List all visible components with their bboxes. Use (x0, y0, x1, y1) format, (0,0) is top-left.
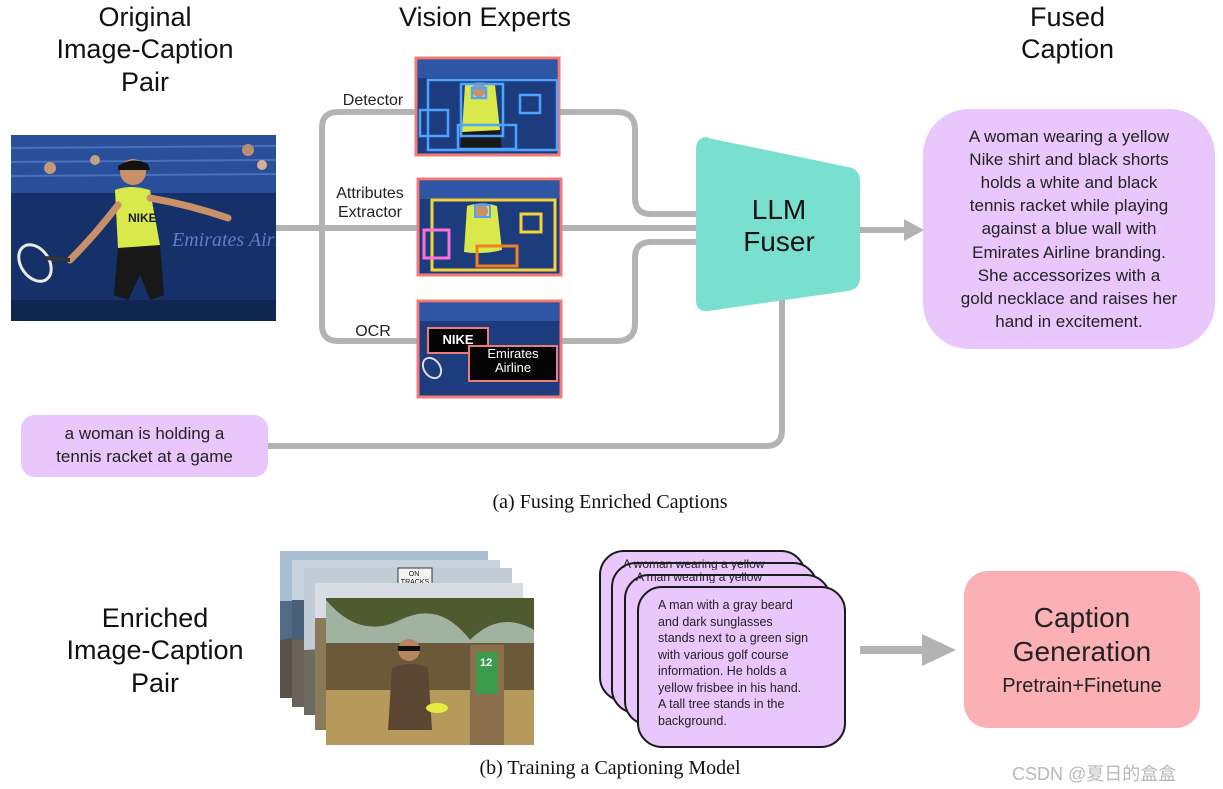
banner-text: Emirates Airline (171, 229, 305, 251)
photo-stack: ON TRACKS 12 (280, 551, 534, 745)
connector-detector-out (555, 109, 701, 217)
caption-card-back-text-2: A man wearing a yellow (636, 570, 763, 583)
caption-card-stack (599, 550, 846, 748)
caption-a: (a) Fusing Enriched Captions (492, 491, 728, 513)
original-caption-bubble: a woman is holding a tennis racket at a … (21, 415, 268, 477)
golf-sign-number: 12 (480, 657, 492, 669)
connector-detector (273, 109, 419, 231)
connector-ocr (319, 225, 421, 344)
detector-output-image (414, 56, 561, 157)
label-detector: Detector (342, 92, 404, 109)
caption-generation-subtitle: Pretrain+Finetune (1002, 674, 1162, 697)
shirt-logo-text: NIKE (128, 211, 157, 225)
caption-generation-title: Caption Generation (1012, 602, 1152, 667)
attributes-output-image (416, 177, 563, 277)
training-arrow (860, 634, 956, 666)
header-fused-caption: Fused Caption (1020, 2, 1115, 65)
llm-fuser-label: LLM Fuser (743, 194, 815, 258)
watermark: CSDN @夏日的盒盒 (1012, 764, 1177, 784)
fused-caption-bubble: A woman wearing a yellow Nike shirt and … (923, 109, 1215, 349)
original-tennis-photo: Emirates Airline NIKE (11, 135, 305, 321)
label-ocr: OCR (355, 323, 391, 340)
detector-boxes (418, 78, 559, 152)
caption-b: (b) Training a Captioning Model (479, 757, 741, 779)
connector-ocr-out (558, 239, 701, 344)
ocr-tag-nike: NIKE (442, 332, 474, 347)
ocr-tag-emirates: Emirates Airline (487, 346, 539, 376)
caption-generation-box: Caption Generation Pretrain+Finetune (964, 571, 1200, 728)
ocr-output-image (416, 299, 563, 399)
connectors (265, 109, 785, 449)
header-enriched-pair: Enriched Image-Caption Pair (66, 603, 244, 698)
caption-card-front-text: A man with a gray beard and dark sunglas… (658, 598, 809, 728)
stack-sign-text: ON TRACKS (401, 571, 430, 586)
connector-original-caption (265, 297, 785, 449)
caption-card-back-text: A woman wearing a yellow (623, 557, 765, 570)
attribute-boxes (422, 198, 557, 272)
fuser-output-arrow (860, 219, 924, 241)
llm-fuser-block (696, 137, 860, 312)
header-vision-experts: Vision Experts (398, 2, 572, 32)
header-original-pair: Original Image-Caption Pair (56, 2, 234, 97)
golf-photo: 12 (326, 598, 534, 745)
label-attributes-extractor: Attributes Extractor (336, 185, 404, 222)
